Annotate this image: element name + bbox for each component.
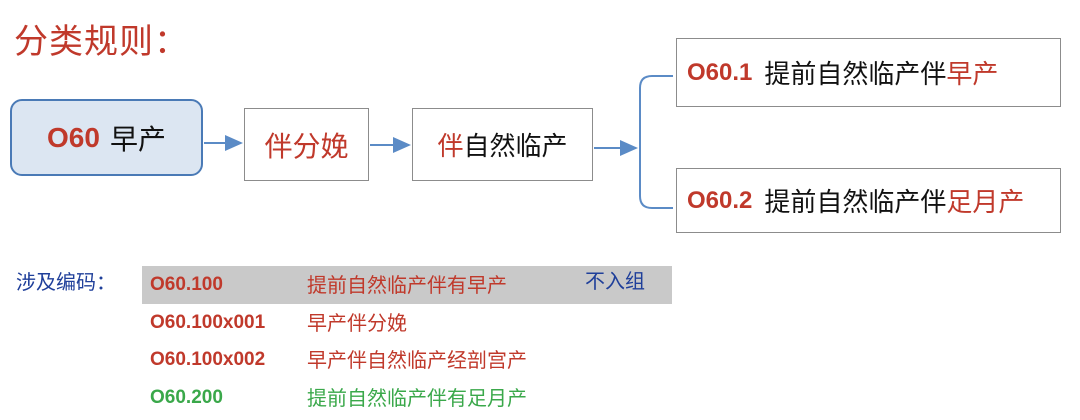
node-with-delivery: 伴分娩 [244, 108, 369, 181]
code-value: O60.100x002 [150, 349, 266, 370]
code-tag: 不入组 [585, 269, 645, 293]
node-code: O60.1 [687, 58, 753, 86]
node-code: O60 [47, 121, 100, 153]
codes-label: 涉及编码： [16, 270, 116, 294]
highlight-band [142, 266, 672, 304]
node-label: 早产 [109, 122, 166, 156]
code-description: 早产伴分娩 [307, 311, 407, 335]
code-description: 早产伴自然临产经剖宫产 [307, 348, 527, 372]
code-description: 提前自然临产伴有早产 [307, 273, 507, 297]
node-label-highlight: 伴 [437, 132, 464, 162]
code-value: O60.100x001 [150, 312, 266, 333]
code-value: O60.200 [150, 387, 223, 408]
code-row: O60.100x002 早产伴自然临产经剖宫产 [150, 345, 670, 375]
node-label: 伴分娩 [264, 129, 349, 163]
code-row: O60.200 提前自然临产伴有足月产 [150, 383, 670, 413]
node-o60-2: O60.2 提前自然临产伴足月产 [676, 168, 1061, 233]
node-label: 提前自然临产伴 [764, 188, 947, 218]
node-spontaneous-labor: 伴自然临产 [412, 108, 593, 181]
node-label-highlight: 足月产 [946, 188, 1025, 218]
code-row: O60.100x001 早产伴分娩 [150, 308, 670, 338]
node-o60-1: O60.1 提前自然临产伴早产 [676, 38, 1061, 107]
node-code: O60.2 [687, 186, 753, 214]
node-label-highlight: 早产 [946, 60, 999, 90]
node-o60-premature-birth: O60 早产 [10, 99, 203, 176]
code-row: O60.100 提前自然临产伴有早产 不入组 [150, 269, 670, 300]
node-label: 提前自然临产伴 [764, 60, 947, 90]
node-label: 自然临产 [463, 132, 568, 162]
code-description: 提前自然临产伴有足月产 [307, 386, 527, 410]
branch-bracket [639, 75, 673, 209]
page-title: 分类规则： [14, 22, 189, 62]
code-value: O60.100 [150, 274, 223, 295]
